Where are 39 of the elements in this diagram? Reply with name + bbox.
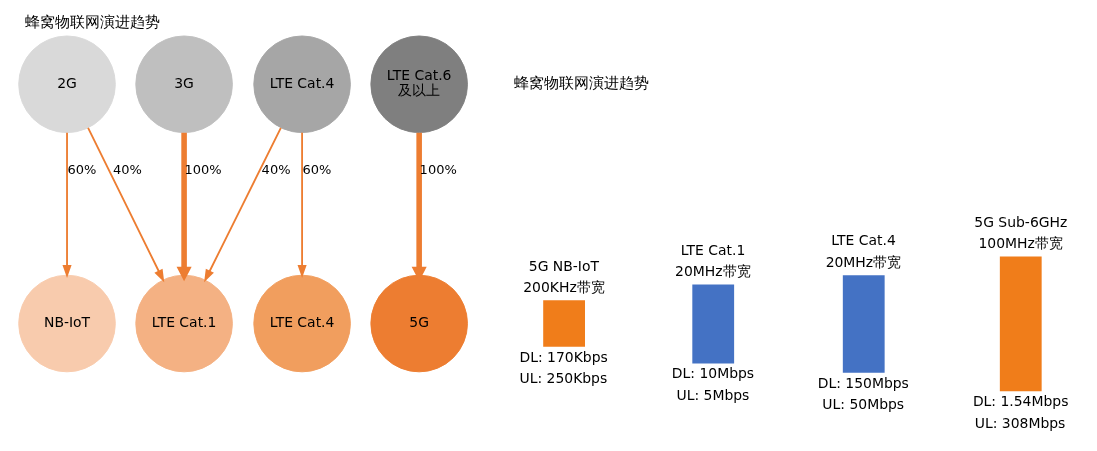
arrow	[203, 127, 282, 283]
node-circle: LTE Cat.1	[134, 274, 233, 373]
edge-label: 40%	[112, 161, 142, 177]
arrow	[176, 132, 192, 282]
arrow	[297, 131, 307, 279]
node-label: 100MHz带宽	[977, 235, 1063, 252]
node-label: 20MHz带宽	[674, 263, 751, 280]
node-label: 5G Sub-6GHz	[973, 213, 1067, 230]
node-label: UL: 5Mbps	[676, 386, 749, 403]
arrow	[61, 131, 72, 279]
arrow	[86, 127, 164, 283]
node-label: UL: 250Kbps	[519, 369, 607, 386]
node-circle: 3G	[134, 35, 233, 134]
node-label: UL: 308Mbps	[974, 414, 1065, 431]
diagram-title: 蜂窝物联网演进趋势	[24, 13, 160, 32]
node-bar	[691, 284, 734, 364]
node-label: UL: 50Mbps	[821, 396, 904, 412]
node-label: 20MHz带宽	[825, 253, 901, 270]
node-bar	[842, 275, 885, 373]
label: 蜂窝物联网演进趋势	[513, 73, 649, 92]
node-circle: 5G	[369, 274, 468, 373]
node-circle: LTE Cat.6 及以上	[369, 35, 468, 134]
node-circle: LTE Cat.4	[252, 35, 351, 134]
node-label: DL: 150Mbps	[817, 374, 909, 391]
node-label: LTE Cat.1	[680, 241, 745, 258]
node-label: DL: 170Kbps	[519, 348, 608, 365]
node-bar	[542, 300, 585, 347]
node-label: LTE Cat.4	[830, 232, 896, 249]
node-bar	[999, 256, 1042, 392]
node-circle: 2G	[17, 35, 116, 134]
node-label: 200KHz带宽	[522, 278, 605, 295]
edge-label: 40%	[261, 161, 291, 177]
edge-label: 60%	[66, 161, 96, 177]
node-label: DL: 10Mbps	[671, 365, 754, 382]
node-circle: NB-IoT	[17, 274, 116, 373]
node-label: DL: 1.54Mbps	[972, 393, 1068, 410]
node-label: 5G NB-IoT	[528, 257, 599, 274]
node-circle: LTE Cat.4	[252, 274, 351, 373]
edge-label: 60%	[302, 161, 331, 177]
